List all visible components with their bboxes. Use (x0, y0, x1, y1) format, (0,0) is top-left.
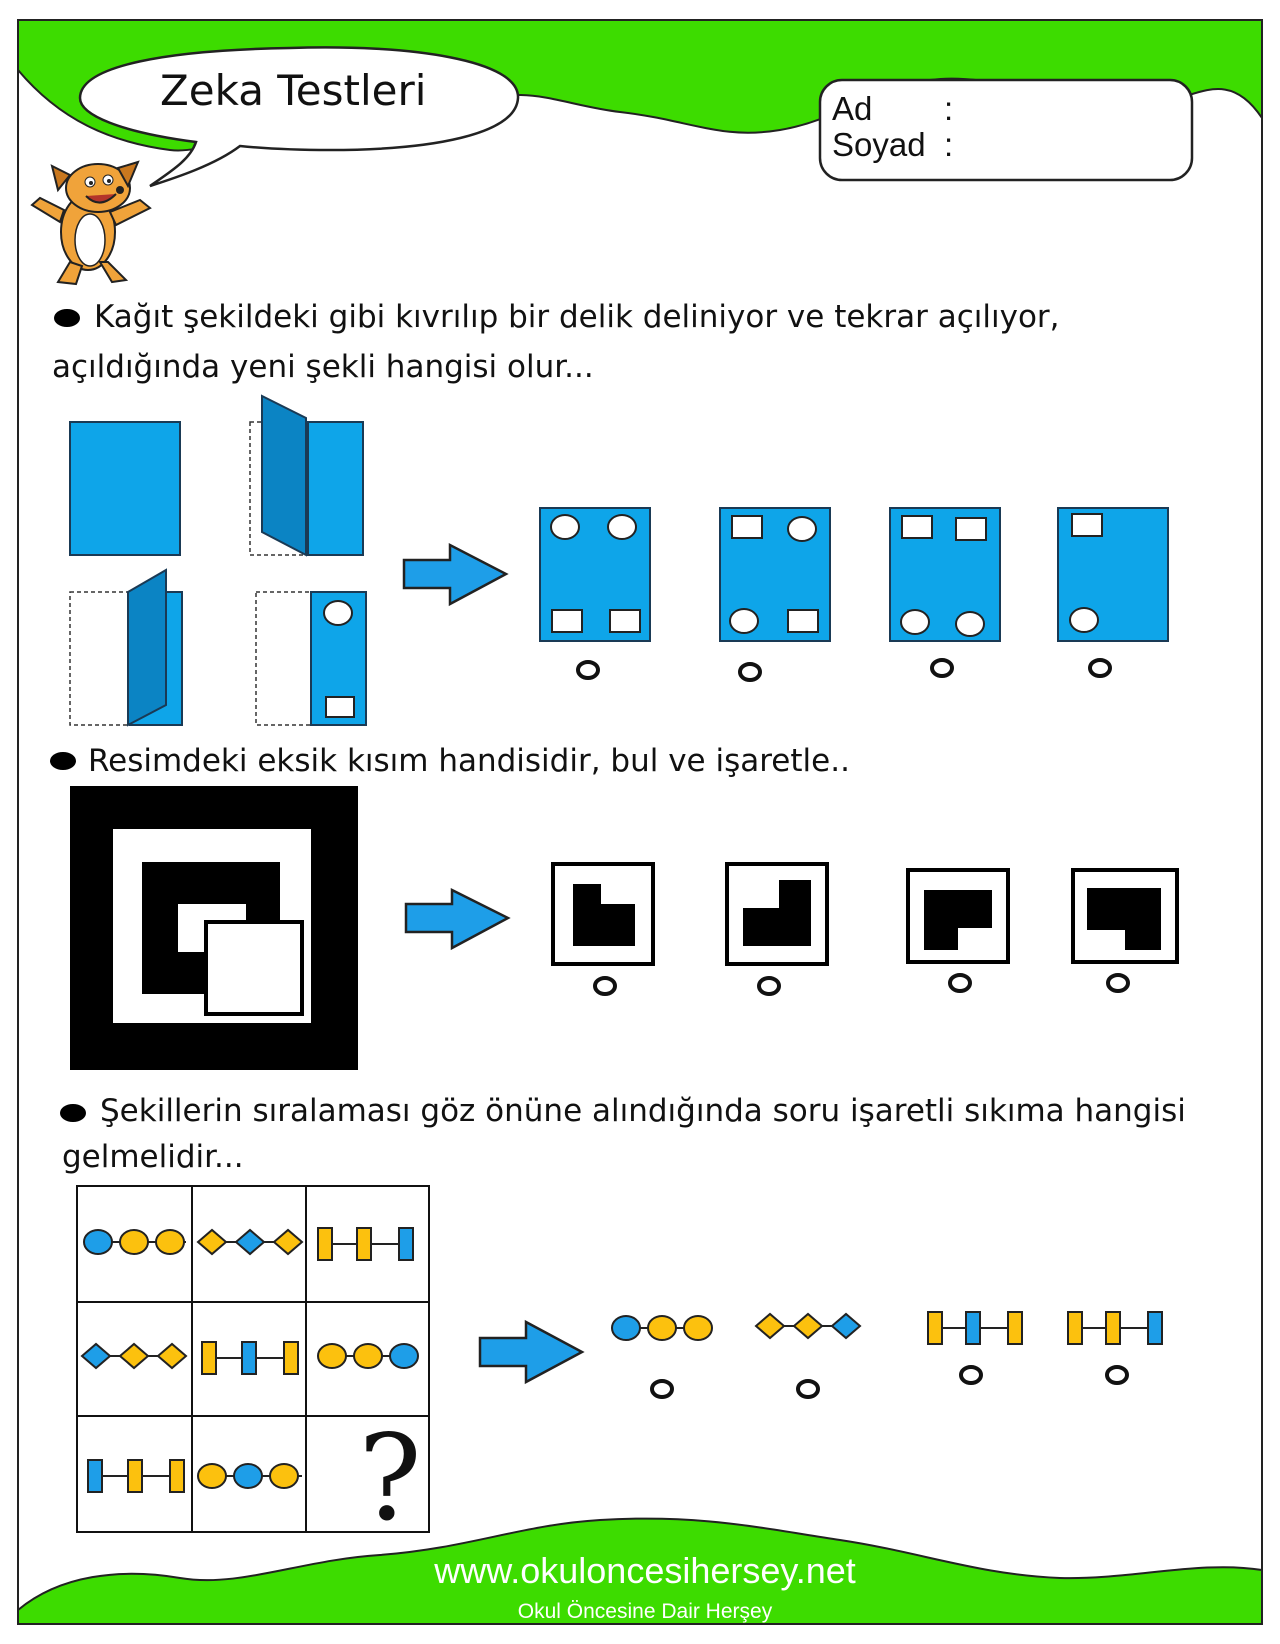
answer-circle-icon[interactable] (796, 1379, 820, 1399)
q3-option-b[interactable] (754, 1312, 862, 1340)
q3-option-a[interactable] (611, 1315, 713, 1341)
answer-circle-icon[interactable] (930, 658, 954, 678)
answer-circle-icon[interactable] (738, 662, 762, 682)
q2-answer-circles (593, 973, 1130, 996)
footer-url: www.okuloncesihersey.net (434, 1550, 856, 1591)
surname-label: Soyad (832, 126, 926, 163)
fold-step-1 (69, 421, 181, 556)
q1-answer-circles (576, 658, 1112, 682)
answer-circle-icon[interactable] (1106, 973, 1130, 993)
name-box (818, 78, 1194, 182)
q1-option-d[interactable] (1057, 507, 1169, 642)
missing-cell-question-mark: ? (358, 1409, 422, 1547)
q2-main-figure (70, 786, 358, 1070)
answer-circle-icon[interactable] (959, 1365, 983, 1385)
bottom-green-banner (17, 1517, 1263, 1625)
answer-circle-icon[interactable] (1088, 658, 1112, 678)
q3-option-c[interactable] (927, 1311, 1023, 1345)
fold-step-3 (69, 568, 183, 727)
right-arrow-icon (478, 1319, 585, 1385)
answer-circle-icon[interactable] (1105, 1365, 1129, 1385)
dog-mascot-icon (30, 160, 152, 286)
question-3-line-1: Şekillerin sıralaması göz önüne alındığı… (100, 1093, 1186, 1129)
question-3-line-2: gelmelidir... (62, 1139, 244, 1175)
speech-bubble (78, 46, 520, 188)
q2-option-c[interactable] (906, 868, 1010, 964)
footer-tagline: Okul Öncesine Dair Herşey (517, 1600, 773, 1623)
bullet-icon (54, 309, 80, 327)
page-title: Zeka Testleri (160, 66, 427, 115)
grid-cell-diamonds (80, 1342, 188, 1370)
q2-option-a[interactable] (551, 862, 655, 966)
q1-option-b[interactable] (719, 507, 831, 642)
grid-cell-diamonds (196, 1228, 304, 1256)
right-arrow-icon (402, 542, 509, 607)
q3-answer-circles (650, 1365, 1129, 1399)
grid-cell-circles (317, 1343, 419, 1369)
surname-colon: : (944, 126, 954, 163)
fold-step-2 (249, 394, 364, 557)
q2-option-d[interactable] (1071, 868, 1179, 964)
fold-step-4 (255, 591, 367, 726)
question-1-line-2: açıldığında yeni şekli hangisi olur... (52, 349, 594, 385)
answer-circle-icon[interactable] (650, 1379, 674, 1399)
bullet-icon (50, 752, 76, 770)
right-arrow-icon (404, 887, 511, 951)
question-2-text: Resimdeki eksik kısım handisidir, bul ve… (88, 743, 850, 779)
answer-circle-icon[interactable] (576, 660, 600, 680)
q1-option-a[interactable] (539, 507, 651, 642)
answer-circle-icon[interactable] (948, 973, 972, 993)
name-colon: : (944, 90, 954, 127)
name-label: Ad (832, 90, 873, 127)
bullet-icon (60, 1104, 86, 1122)
grid-cell-circles (83, 1229, 186, 1255)
question-1-line-1: Kağıt şekildeki gibi kıvrılıp bir delik … (94, 299, 1060, 335)
answer-circle-icon[interactable] (757, 976, 781, 996)
grid-cell-bars (317, 1227, 414, 1261)
q3-option-d[interactable] (1067, 1311, 1163, 1345)
q2-option-b[interactable] (725, 862, 829, 966)
grid-cell-circles (197, 1463, 302, 1489)
grid-cell-bars (201, 1341, 299, 1375)
q3-grid (76, 1185, 430, 1533)
grid-cell-bars (87, 1459, 185, 1493)
answer-circle-icon[interactable] (593, 976, 617, 996)
q1-option-c[interactable] (889, 507, 1001, 642)
